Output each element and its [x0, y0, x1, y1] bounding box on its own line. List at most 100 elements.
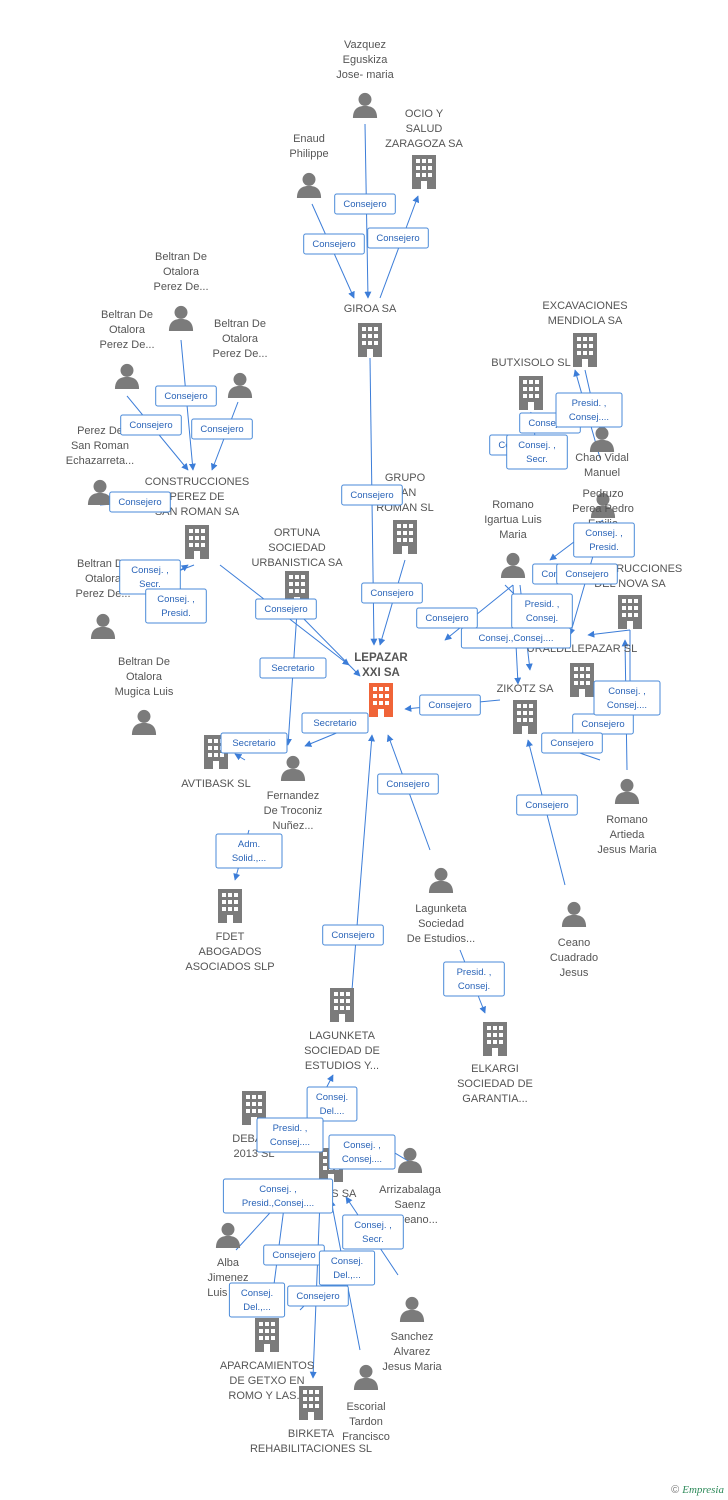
- relation-label-text: Secr.: [139, 579, 161, 590]
- relation-label-r02[interactable]: Consejero: [303, 233, 365, 255]
- building-icon: [330, 988, 354, 1022]
- relation-label-text: Consejero: [264, 604, 307, 615]
- node-label-line: Manuel: [584, 467, 620, 479]
- relation-label-r38[interactable]: Consej. ,Presid.,Consej....: [222, 1178, 334, 1214]
- relation-label-r15[interactable]: Secretario: [220, 732, 288, 754]
- relation-label-r30[interactable]: Consejero: [377, 773, 439, 795]
- relation-label-text: Consejero: [528, 418, 571, 429]
- relation-label-r27[interactable]: Consejero: [572, 713, 634, 735]
- node-label-line: Perez De...: [212, 348, 267, 360]
- relation-label-r04[interactable]: Consejero: [155, 385, 217, 407]
- relation-label-r21[interactable]: Presid. ,Consej....: [555, 392, 623, 428]
- relation-label-r28[interactable]: Consej. ,Consej....: [593, 680, 661, 716]
- relation-label-box: [460, 627, 572, 649]
- relation-label-text: Consej.: [316, 1092, 348, 1103]
- node-label-line: Jose- maria: [336, 69, 394, 81]
- relation-label-r05[interactable]: Consejero: [120, 414, 182, 436]
- relation-label-r36[interactable]: Presid. ,Consej....: [256, 1117, 324, 1153]
- node-label-line: Jesus: [560, 967, 589, 979]
- relation-label-r06[interactable]: Consejero: [191, 418, 253, 440]
- relation-label-r10[interactable]: Consejero: [255, 598, 317, 620]
- relation-label-r19[interactable]: Consej. ,Secr.: [506, 434, 568, 470]
- relation-label-r24[interactable]: Presid. ,Consej.: [511, 593, 573, 629]
- relation-label-r26[interactable]: Consejero: [419, 694, 481, 716]
- relation-label-r39[interactable]: Consej. ,Secr.: [342, 1214, 404, 1250]
- relation-label-text: Consej.: [458, 981, 490, 992]
- relation-label-r07[interactable]: Consejero: [109, 491, 171, 513]
- relation-label-r34[interactable]: Presid. ,Consej.: [443, 961, 505, 997]
- relation-label-r41[interactable]: Consej.Del.,...: [318, 1250, 376, 1286]
- relation-label-box: [220, 732, 288, 754]
- relation-label-r32[interactable]: Adm.Solid.,...: [215, 833, 283, 869]
- relation-label-text: Consejero: [331, 930, 374, 941]
- node-label-line: Cuadrado: [550, 952, 598, 964]
- building-icon: [618, 595, 642, 629]
- relation-label-r14[interactable]: Secretario: [301, 712, 369, 734]
- company-node-giroa[interactable]: GIROA SA: [344, 303, 397, 357]
- relation-label-r33[interactable]: Consejero: [322, 924, 384, 946]
- relation-label-r31[interactable]: Consejero: [516, 794, 578, 816]
- relation-label-r03[interactable]: Consejero: [367, 227, 429, 249]
- relation-label-r23[interactable]: Consejero: [556, 563, 618, 585]
- relation-label-r09[interactable]: Consej. ,Presid.: [145, 588, 207, 624]
- brand-logo-text[interactable]: Empresia: [682, 1484, 724, 1496]
- person-icon: [500, 552, 526, 578]
- relation-label-box: [328, 1134, 396, 1170]
- relation-label-r43[interactable]: Consej.Del.,...: [228, 1282, 286, 1318]
- node-label-line: FDET: [216, 931, 245, 943]
- company-node-avtibask[interactable]: AVTIBASK SL: [181, 735, 251, 790]
- relation-label-r42[interactable]: Consejero: [287, 1285, 349, 1307]
- person-icon: [90, 613, 116, 639]
- relation-label-text: Consej. ,: [343, 1140, 381, 1151]
- relation-label-r40[interactable]: Consejero: [263, 1244, 325, 1266]
- relation-label-r16[interactable]: Consej. ,Presid.: [573, 522, 635, 558]
- relation-label-text: Consej.: [331, 1256, 363, 1267]
- company-node-zikotz[interactable]: ZIKOTZ SA: [497, 683, 555, 734]
- relation-label-r11[interactable]: Consejero: [341, 484, 403, 506]
- node-label-line: Philippe: [289, 148, 328, 160]
- company-node-butxi[interactable]: BUTXISOLO SL: [491, 357, 571, 410]
- relation-label-r08[interactable]: Consej. ,Secr.: [119, 559, 181, 595]
- relation-label-r25[interactable]: Consej.,Consej....: [460, 627, 572, 649]
- node-label-line: Chao Vidal: [575, 452, 629, 464]
- relation-label-r12[interactable]: Consejero: [361, 582, 423, 604]
- relation-label-r20[interactable]: Consejero: [416, 607, 478, 629]
- relation-label-r44[interactable]: Consej. ,Consej....: [328, 1134, 396, 1170]
- node-label-line: ELKARGI: [471, 1063, 519, 1075]
- relation-label-r01[interactable]: Consejero: [334, 193, 396, 215]
- relation-label-r35[interactable]: Consej.Del....: [306, 1086, 358, 1122]
- relation-label-r13[interactable]: Secretario: [259, 657, 327, 679]
- relation-label-text: Solid.,...: [232, 853, 266, 864]
- relation-label-r29[interactable]: Consejero: [541, 732, 603, 754]
- relation-label-text: Presid.,Consej....: [242, 1198, 314, 1209]
- relation-label-text: Consejero: [550, 738, 593, 749]
- node-label-line: Escorial: [346, 1401, 385, 1413]
